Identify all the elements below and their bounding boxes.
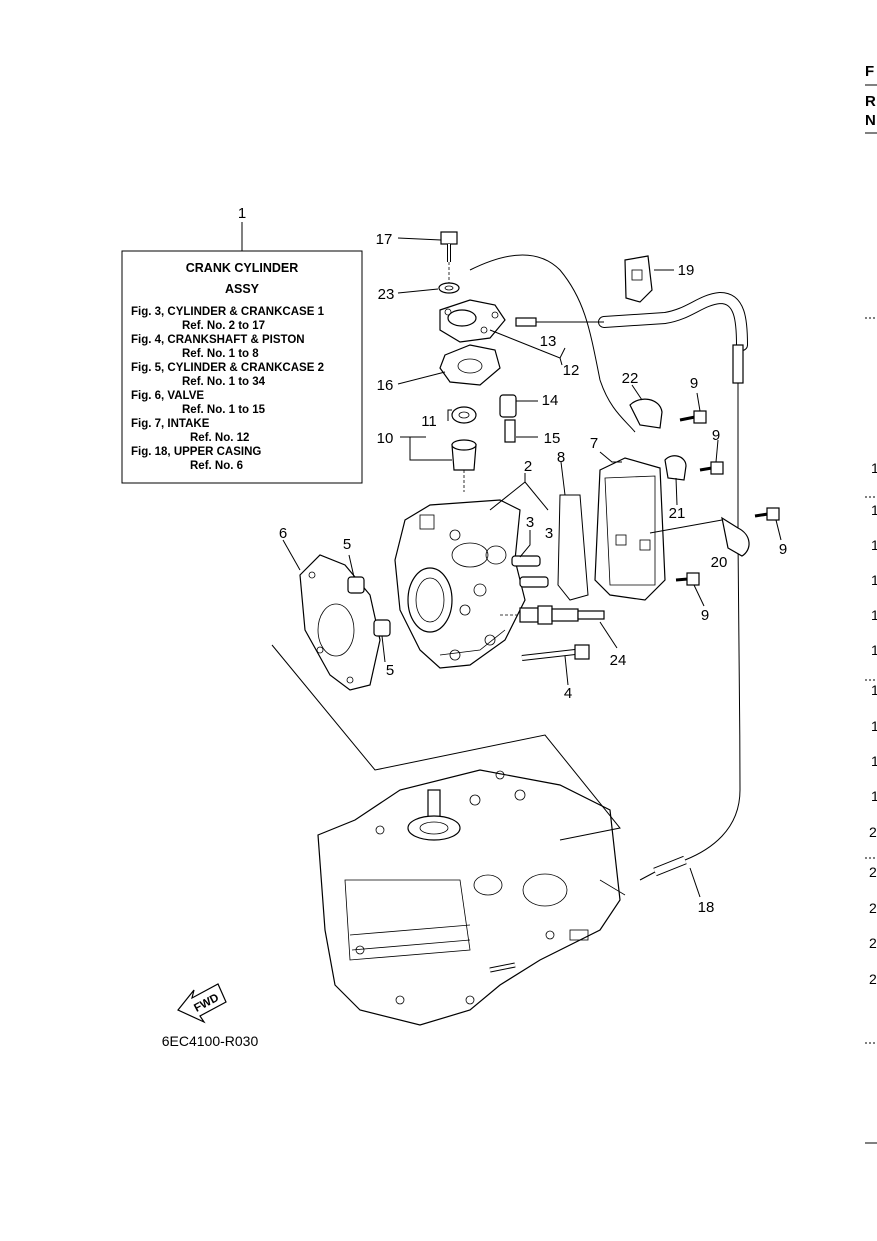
thermostat-cover-part <box>439 299 506 343</box>
margin-number: 1 <box>871 682 877 698</box>
callout-13: 13 <box>540 333 557 350</box>
crankcase-part <box>317 769 626 1026</box>
callout-9-lower: 9 <box>701 607 709 624</box>
callout-8: 8 <box>557 449 565 466</box>
ref-box-line: Fig. 5, CYLINDER & CRANKCASE 2 <box>131 362 324 374</box>
ref-box-title: CRANK CYLINDER <box>186 261 299 275</box>
margin-header: R <box>865 93 876 110</box>
callout-6: 6 <box>279 525 287 542</box>
gasket-8-part <box>557 494 589 601</box>
dowel-5-parts <box>347 576 391 637</box>
margin-number: 1 <box>871 572 877 588</box>
bolts-9-parts <box>675 410 780 586</box>
head-cover-7-part <box>594 457 666 601</box>
ref-box-line: Ref. No. 1 to 8 <box>182 348 259 360</box>
margin-number: 1 <box>871 460 877 476</box>
margin-header: N <box>865 112 876 129</box>
clamp-21-part <box>664 455 687 481</box>
screw-15-part <box>504 419 516 443</box>
plug-14-part <box>499 394 517 418</box>
callout-23: 23 <box>378 286 395 303</box>
margin-number: 2 <box>869 864 877 880</box>
callout-9-top: 9 <box>690 375 698 392</box>
washer-23-part <box>438 262 460 294</box>
ref-box-line: Fig. 3, CYLINDER & CRANKCASE 1 <box>131 306 325 318</box>
margin-number: 1 <box>871 753 877 769</box>
margin-number: 1 <box>871 502 877 518</box>
margin-number: 2 <box>869 971 877 987</box>
ref-box-line: Fig. 4, CRANKSHAFT & PISTON <box>131 334 305 346</box>
callout-10: 10 <box>377 430 394 447</box>
fwd-arrow-icon: FWD <box>177 983 227 1024</box>
callout-19: 19 <box>678 262 695 279</box>
callout-2: 2 <box>524 458 532 475</box>
callout-1: 1 <box>238 205 246 222</box>
ref-box-line: Ref. No. 6 <box>190 460 243 472</box>
clamp-20-part <box>721 516 750 557</box>
gasket-16-part <box>439 344 501 386</box>
spark-plug-24-part <box>500 605 605 625</box>
margin-number: 1 <box>871 642 877 658</box>
callout-9-right: 9 <box>779 541 787 558</box>
callout-7: 7 <box>590 435 598 452</box>
callout-22: 22 <box>622 370 639 387</box>
thermostat-10-part <box>451 439 477 492</box>
ref-box-line: Ref. No. 1 to 15 <box>182 404 266 416</box>
margin-number: 1 <box>871 788 877 804</box>
callout-labels: 1 17 23 19 13 12 16 14 11 15 10 22 9 9 7… <box>238 205 787 916</box>
leader-lines <box>271 237 782 898</box>
clamp-22-part <box>629 398 663 429</box>
margin-number: 1 <box>871 718 877 734</box>
diagram-code: 6EC4100-R030 <box>162 1033 259 1049</box>
callout-5-bottom: 5 <box>386 662 394 679</box>
callout-5-top: 5 <box>343 536 351 553</box>
ref-box-line: Ref. No. 1 to 34 <box>182 376 266 388</box>
callout-11: 11 <box>421 413 437 430</box>
bolt-4-part <box>521 644 590 661</box>
margin-header: F <box>865 63 874 80</box>
ref-box-line: Ref. No. 2 to 17 <box>182 320 265 332</box>
washer-11-part <box>451 406 477 424</box>
callout-4: 4 <box>564 685 572 702</box>
ref-box-line: Fig. 6, VALVE <box>131 390 204 402</box>
callout-9-upper: 9 <box>712 427 720 444</box>
margin-number: 2 <box>869 900 877 916</box>
margin-number: 1 <box>871 607 877 623</box>
callout-15: 15 <box>544 430 561 447</box>
ref-box-line: Ref. No. 12 <box>190 432 249 444</box>
callout-20: 20 <box>711 554 728 571</box>
right-margin-parts-list: F R N 1 1 1 1 1 1 1 1 1 1 2 2 2 2 2 <box>865 63 877 1144</box>
ref-box-subtitle: ASSY <box>225 282 260 296</box>
bolt-17-part <box>440 231 458 262</box>
callout-21: 21 <box>669 505 686 522</box>
dowel-pins-part <box>511 555 549 588</box>
reference-box: CRANK CYLINDER ASSY Fig. 3, CYLINDER & C… <box>121 222 363 484</box>
gasket-6-part <box>299 554 381 691</box>
margin-number: 2 <box>869 935 877 951</box>
callout-12: 12 <box>563 362 580 379</box>
callout-3-right: 3 <box>545 525 553 542</box>
ref-box-line: Fig. 7, INTAKE <box>131 418 210 430</box>
callout-17: 17 <box>376 231 393 248</box>
cable-harness <box>469 254 748 881</box>
callout-18: 18 <box>698 899 715 916</box>
callout-16: 16 <box>377 377 394 394</box>
cylinder-block-part <box>394 499 526 669</box>
callout-14: 14 <box>542 392 559 409</box>
margin-number: 1 <box>871 537 877 553</box>
callout-3-left: 3 <box>526 514 534 531</box>
callout-24: 24 <box>610 652 627 669</box>
margin-number: 2 <box>869 824 877 840</box>
clamp-19-part <box>624 255 653 303</box>
ref-box-line: Fig. 18, UPPER CASING <box>131 446 261 458</box>
